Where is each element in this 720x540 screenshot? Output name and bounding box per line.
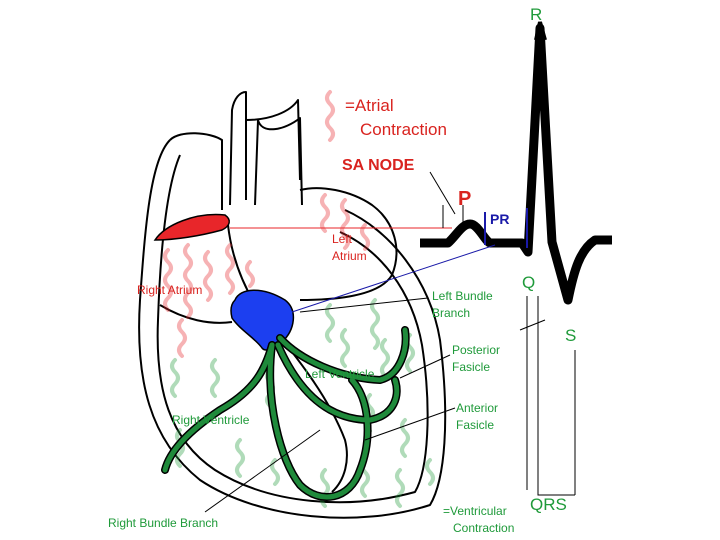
heart-outline — [138, 91, 447, 519]
s-pointer — [519, 319, 546, 331]
av-to-pr-line — [291, 244, 496, 313]
vena-cava — [169, 132, 223, 210]
anterior-fasicle-pointer — [364, 407, 456, 441]
pulmonary-artery — [254, 117, 303, 206]
atrial-squiggles — [163, 90, 370, 358]
right-ventricle-label: Right Ventricle — [172, 413, 250, 427]
left-bundle-pointer — [299, 297, 429, 313]
heart-outer-wall — [138, 139, 447, 519]
posterior-fasicle — [277, 327, 409, 383]
anterior-fasicle-label-2: Fasicle — [456, 418, 494, 432]
callout-lines — [204, 171, 576, 513]
right-atrium-label: Right Atrium — [137, 283, 202, 297]
posterior-fasicle-pointer — [399, 354, 451, 379]
right-bundle-branch — [162, 342, 275, 473]
ventricular-contraction-label-1: =Ventricular — [443, 504, 507, 518]
sa-node-pointer — [429, 171, 456, 215]
ecg-trace — [420, 21, 612, 305]
posterior-fasicle-label-2: Fasicle — [452, 360, 490, 374]
septum — [227, 224, 348, 493]
right-bundle-pointer — [204, 429, 321, 513]
heart-inner-wall — [156, 154, 429, 504]
bundle-branches — [162, 327, 409, 500]
labels: =Atrial Contraction SA NODE P PR R Q S Q… — [108, 5, 576, 535]
posterior-fasicle-label-1: Posterior — [452, 343, 500, 357]
qrs-bracket-left — [537, 296, 575, 496]
ecg-r-peak — [534, 21, 547, 41]
atrium-lower-edge — [159, 304, 233, 324]
atrial-divider — [299, 187, 398, 301]
left-atrium-label-2: Atrium — [332, 249, 367, 263]
ventricular-contraction-label-2: Contraction — [453, 521, 514, 535]
left-bundle-branch-label-1: Left Bundle — [432, 289, 493, 303]
q-wave-label: Q — [522, 273, 535, 292]
left-atrium-label-1: Left — [332, 232, 353, 246]
pr-interval-ticks — [484, 208, 528, 248]
aorta — [229, 91, 301, 206]
ecg-waveform — [420, 23, 612, 305]
s-wave-label: S — [565, 326, 576, 345]
r-wave-label: R — [530, 5, 542, 24]
atrial-contraction-label-1: =Atrial — [345, 96, 394, 115]
anterior-fasicle — [267, 342, 371, 500]
pr-interval-label: PR — [490, 211, 509, 227]
p-wave-label: P — [458, 188, 471, 210]
qrs-label: QRS — [530, 495, 567, 514]
left-bundle-branch-label-2: Branch — [432, 306, 470, 320]
right-bundle-branch-label: Right Bundle Branch — [108, 516, 218, 530]
left-ventricle-label: Left Ventricle — [305, 367, 375, 381]
atrial-contraction-label-2: Contraction — [360, 120, 447, 139]
sa-node-label: SA NODE — [342, 157, 415, 174]
anterior-fasicle-label-1: Anterior — [456, 401, 498, 415]
sa-node — [153, 213, 230, 241]
left-bundle-branch — [275, 342, 400, 423]
